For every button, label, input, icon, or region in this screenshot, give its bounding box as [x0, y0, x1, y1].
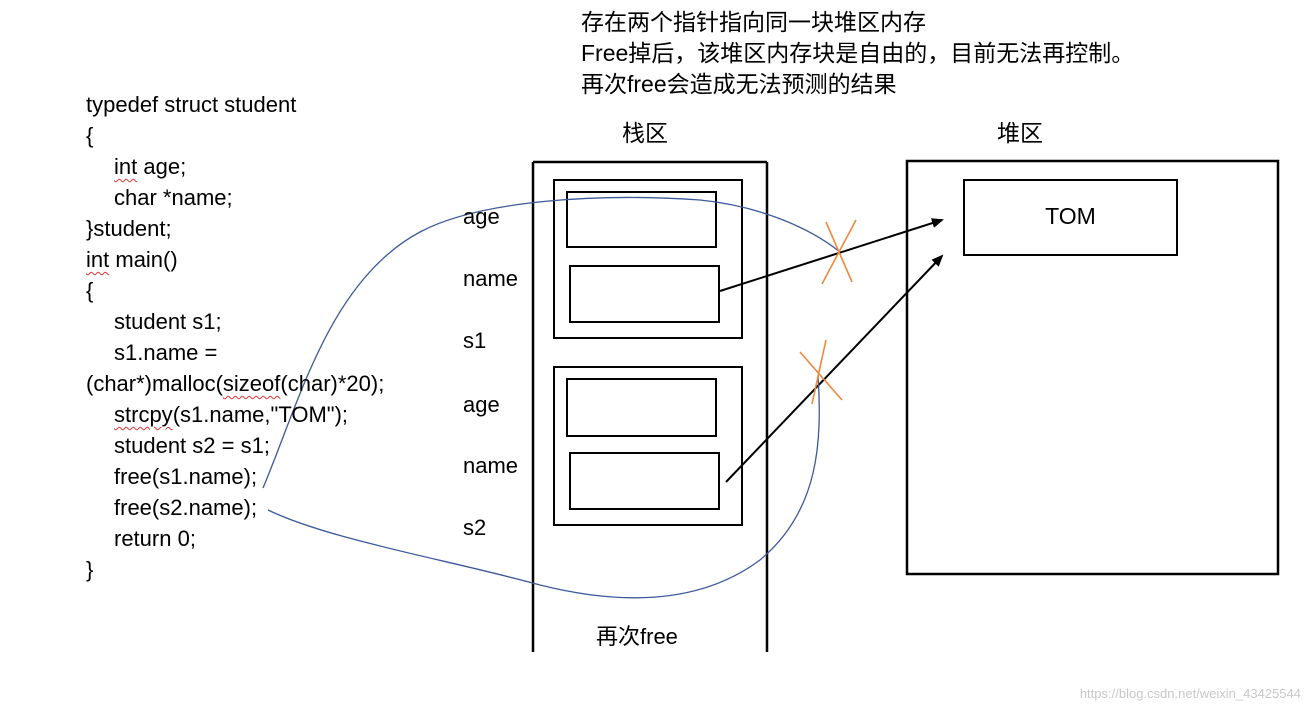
- code-line: char *name;: [86, 182, 384, 213]
- code-text: (char*)malloc(: [86, 371, 223, 396]
- s1-name-cell: [569, 265, 720, 323]
- code-line: strcpy(s1.name,"TOM");: [86, 399, 384, 430]
- code-line: {: [86, 120, 384, 151]
- code-line: student s1;: [86, 306, 384, 337]
- code-line: typedef struct student: [86, 89, 384, 120]
- code-error-underline: int: [114, 154, 138, 179]
- s2-name-cell: [569, 452, 720, 510]
- s1-name-label: name: [463, 266, 519, 291]
- stack-frame: [531, 160, 769, 652]
- code-line: s1.name =: [86, 337, 384, 368]
- code-line: return 0;: [86, 523, 384, 554]
- s1-label: s1: [463, 328, 487, 353]
- code-text: (s1.name,"TOM");: [172, 402, 349, 427]
- heap-block-value: TOM: [1045, 203, 1096, 229]
- code-error-underline: int: [86, 247, 110, 272]
- code-error-underline: sizeof: [222, 371, 281, 396]
- s1-age-label: age: [463, 204, 500, 229]
- watermark: https://blog.csdn.net/weixin_43425544: [1079, 686, 1301, 701]
- code-text: main(): [109, 247, 178, 272]
- s2-name-label: name: [463, 453, 519, 478]
- note-line-3: 再次free会造成无法预测的结果: [581, 71, 897, 97]
- heap-title: 堆区: [997, 120, 1043, 146]
- code-text: free(s1.name);: [114, 464, 258, 489]
- code-line: free(s2.name);: [86, 492, 384, 523]
- code-text: age;: [137, 154, 187, 179]
- s2-name-pointer-arrow: [725, 254, 944, 483]
- free-s1-curve: [262, 196, 841, 489]
- code-text: typedef struct student: [86, 92, 297, 117]
- code-error-underline: strcpy: [114, 402, 173, 427]
- s2-struct-box: [553, 366, 743, 526]
- free-s2-curve: [267, 374, 820, 599]
- s1-age-cell: [566, 191, 717, 248]
- code-text: return 0;: [114, 526, 196, 551]
- code-text: }: [86, 557, 94, 582]
- code-text: char *name;: [114, 185, 233, 210]
- explanation-notes: 存在两个指针指向同一块堆区内存 Free掉后，该堆区内存块是自由的，目前无法再控…: [581, 7, 1134, 100]
- note-line-2: Free掉后，该堆区内存块是自由的，目前无法再控制。: [581, 40, 1135, 66]
- code-text: {: [86, 123, 94, 148]
- invalid-cross-2: [799, 339, 843, 405]
- code-line: student s2 = s1;: [86, 430, 384, 461]
- code-line: }student;: [86, 213, 384, 244]
- s1-name-pointer-arrow: [719, 218, 944, 292]
- code-text: {: [86, 278, 94, 303]
- code-line: int main(): [86, 244, 384, 275]
- code-line: (char*)malloc(sizeof(char)*20);: [86, 368, 384, 399]
- code-text: free(s2.name);: [114, 495, 258, 520]
- stack-title: 栈区: [622, 120, 668, 146]
- s2-age-cell: [566, 378, 717, 437]
- s2-age-label: age: [463, 392, 500, 417]
- heap-block: [963, 179, 1178, 256]
- heap-area: [905, 159, 1280, 576]
- s2-label: s2: [463, 515, 487, 540]
- code-listing: typedef struct student { int age; char *nam…: [86, 89, 384, 585]
- code-text: s1.name =: [114, 340, 218, 365]
- code-line: {: [86, 275, 384, 306]
- invalid-cross-1: [821, 219, 857, 285]
- note-line-1: 存在两个指针指向同一块堆区内存: [581, 9, 926, 35]
- s1-struct-box: [553, 179, 743, 339]
- code-line: free(s1.name);: [86, 461, 384, 492]
- code-line: int age;: [86, 151, 384, 182]
- code-text: student s2 = s1;: [114, 433, 270, 458]
- free-again-label: 再次free: [596, 624, 678, 649]
- code-text: (char)*20);: [280, 371, 385, 396]
- code-line: }: [86, 554, 384, 585]
- code-text: student s1;: [114, 309, 222, 334]
- code-text: }student;: [86, 216, 172, 241]
